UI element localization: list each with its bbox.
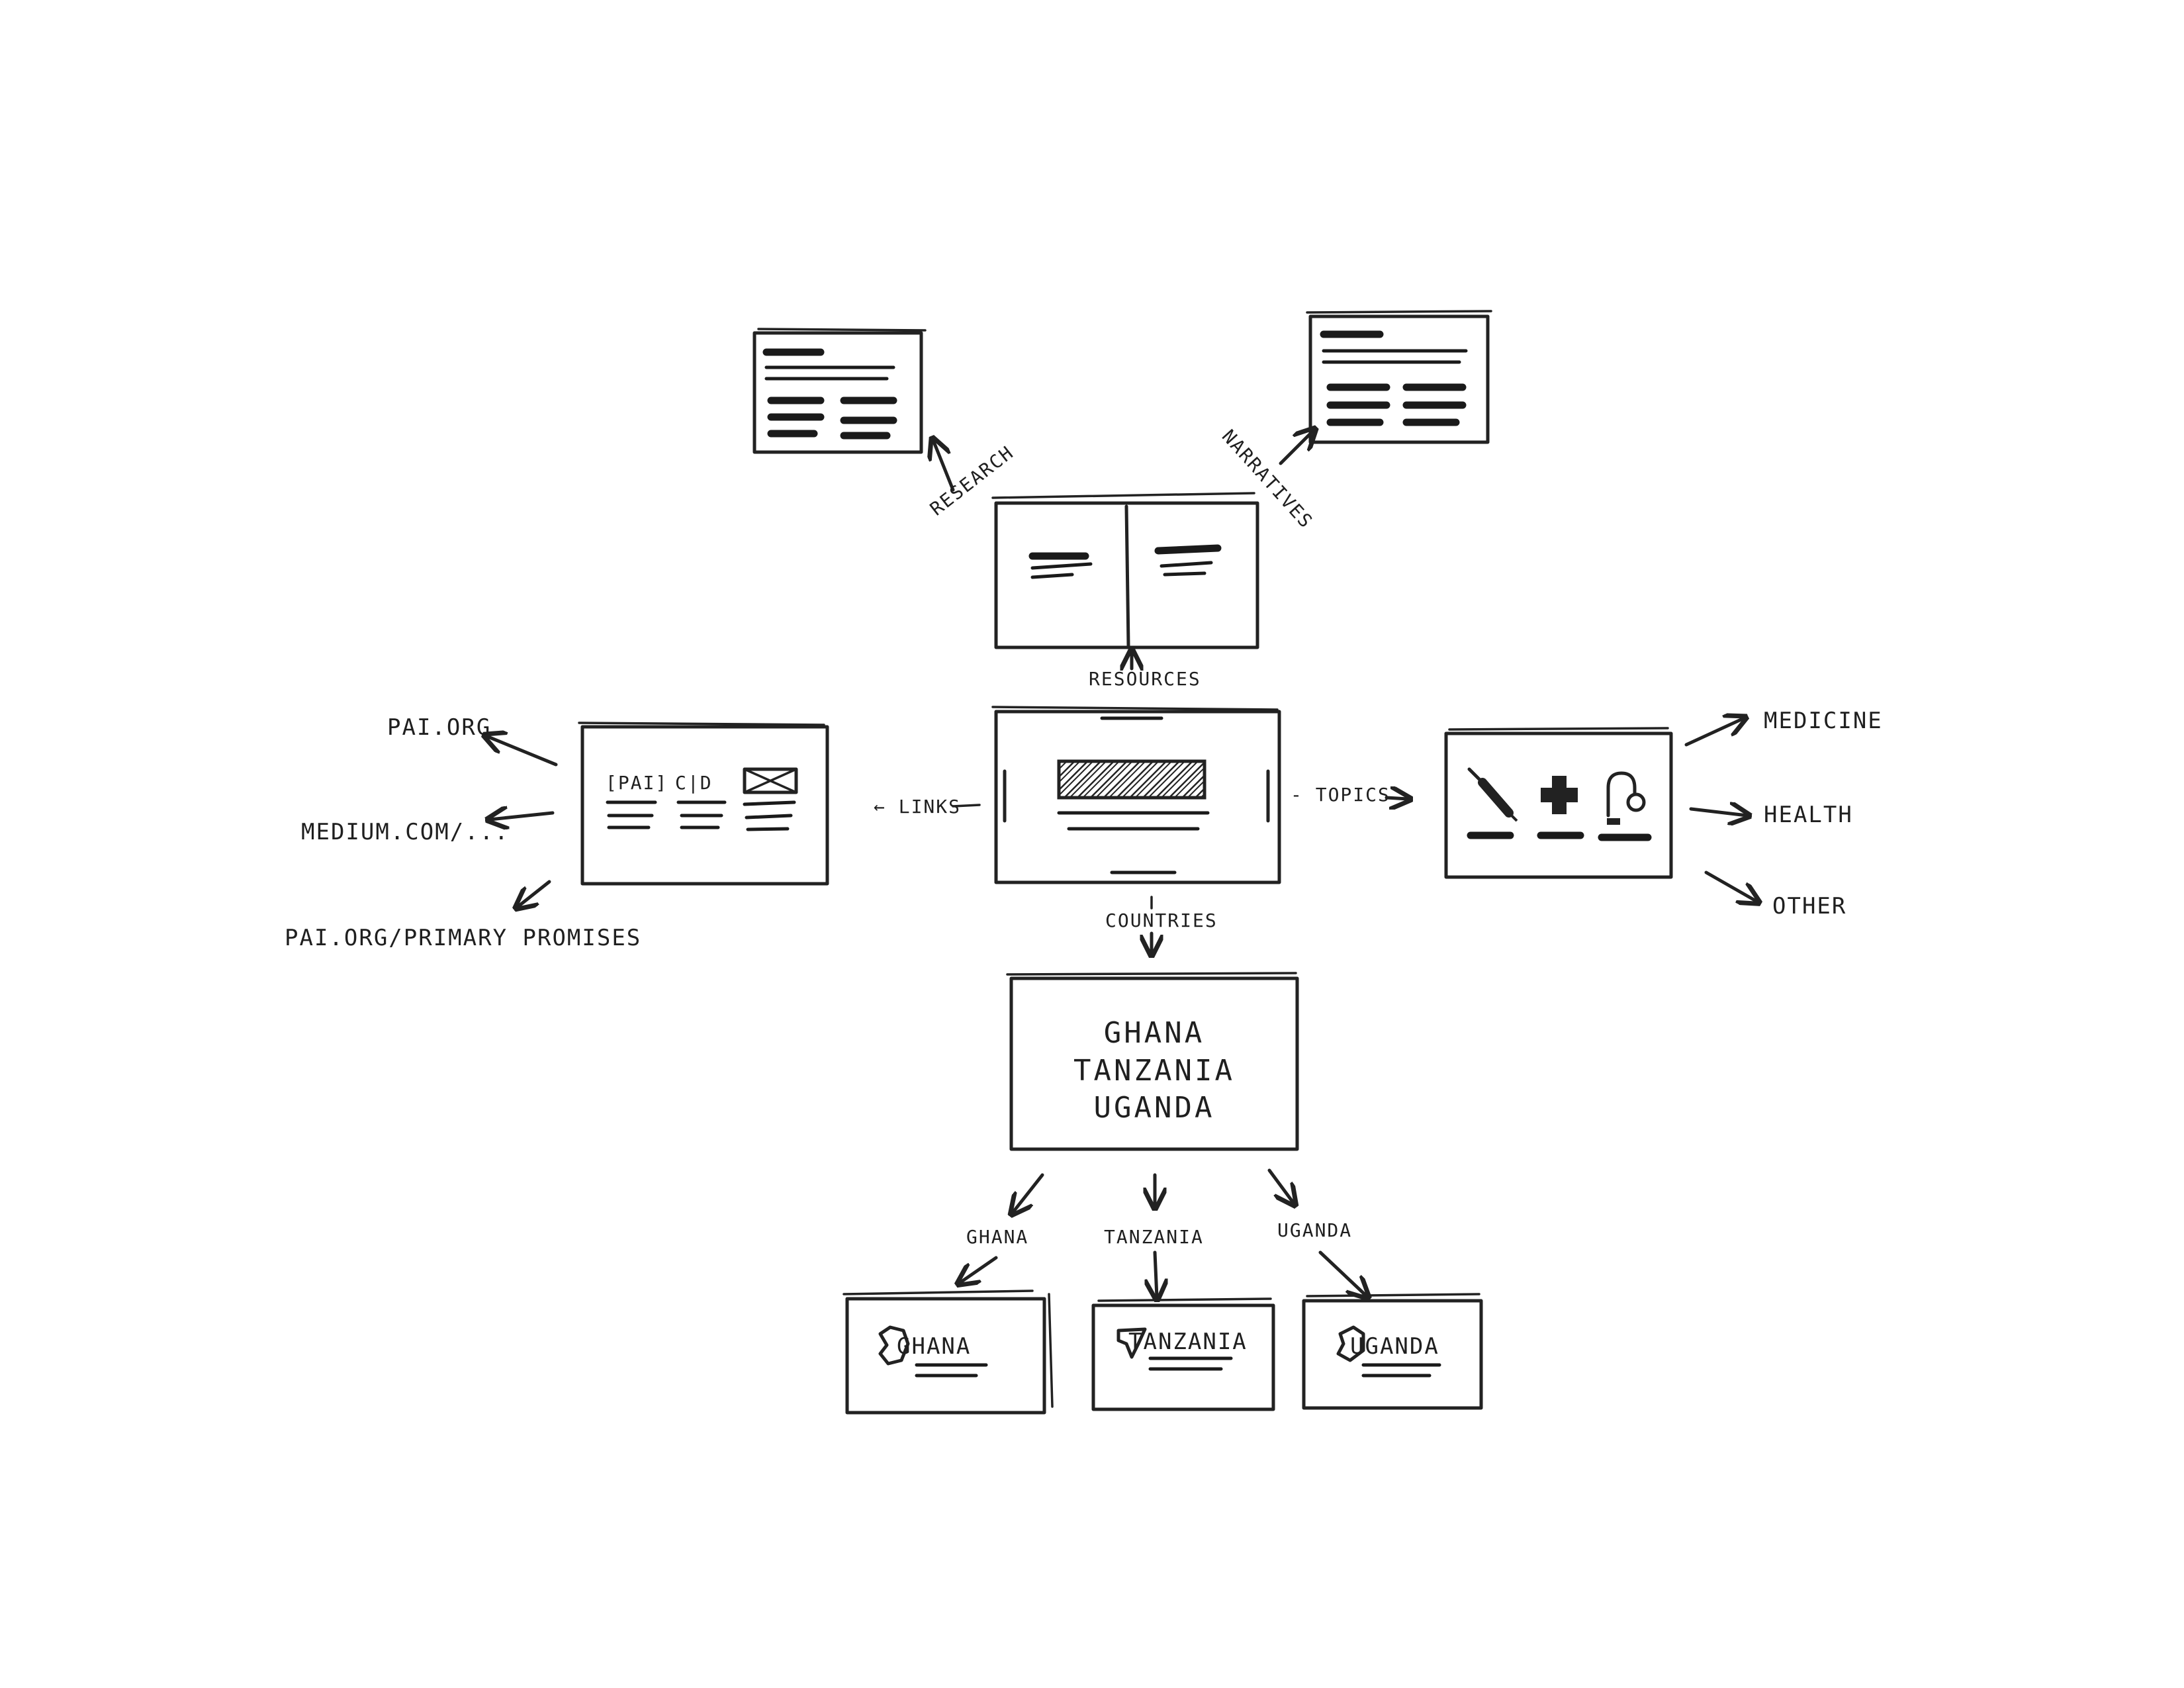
country-branch-uganda: UGANDA [1277,1219,1352,1241]
country-branch-arrow-1 [1013,1173,1044,1213]
links-label: ← LINKS [874,796,961,818]
topic-target-arrow-3 [1704,870,1757,902]
topics-label: - TOPICS [1291,784,1390,806]
link-target-primary-promises[interactable]: PAI.ORG/PRIMARY PROMISES [285,925,641,951]
country-card-uganda-title: UGANDA [1350,1333,1439,1360]
research-arrow [933,440,955,492]
countries-page-wireframe[interactable]: GHANA TANZANIA UGANDA [1006,972,1299,1151]
country-card-arrow-1 [960,1256,998,1283]
topic-target-other[interactable]: OTHER [1772,893,1846,919]
country-branch-tanzania: TANZANIA [1104,1226,1204,1248]
topic-target-arrow-1 [1684,718,1744,747]
resources-page-wireframe[interactable] [991,492,1259,649]
narratives-arrow [1279,430,1314,465]
uganda-map-icon [1336,1325,1365,1362]
image-placeholder-icon [743,767,798,794]
links-page-wireframe[interactable]: [PAI] C|D [578,722,829,886]
link-target-arrow-3 [518,880,551,907]
countries-label: COUNTRIES [1105,910,1218,931]
topic-target-arrow-2 [1689,809,1747,816]
research-page-wireframe[interactable] [752,328,927,454]
country-card-uganda[interactable]: UGANDA [1302,1293,1483,1410]
home-page-wireframe[interactable] [991,706,1281,884]
link-target-arrow-1 [486,736,558,767]
country-branch-ghana: GHANA [966,1226,1028,1248]
topics-arrow [1385,798,1408,799]
topic-target-health[interactable]: HEALTH [1764,802,1853,828]
links-connector [952,804,981,808]
country-card-tanzania-title: TANZANIA [1128,1329,1248,1355]
resources-label: RESOURCES [1089,668,1201,690]
link-target-arrow-2 [490,813,555,820]
country-card-ghana[interactable]: GHANA [842,1289,1054,1415]
stethoscope-icon [1606,771,1646,825]
tanzania-map-icon [1116,1327,1147,1359]
hero-image-placeholder [1057,759,1206,800]
link-target-pai[interactable]: PAI.ORG [387,714,491,741]
country-card-tanzania[interactable]: TANZANIA [1091,1297,1275,1411]
country-card-ghana-title: GHANA [897,1333,971,1360]
narratives-page-wireframe[interactable] [1306,310,1492,444]
topics-page-wireframe[interactable] [1444,727,1673,879]
links-item-cd: C|D [675,772,713,794]
syringe-icon [1467,767,1518,822]
country-card-arrow-3 [1318,1250,1367,1296]
link-target-medium[interactable]: MEDIUM.COM/... [301,819,510,845]
ghana-map-icon [878,1325,910,1366]
countries-box-ghana: GHANA [1104,1016,1205,1050]
countries-box-tanzania: TANZANIA [1073,1054,1235,1088]
topic-target-medicine[interactable]: MEDICINE [1764,708,1883,734]
country-card-arrow-2 [1155,1250,1157,1297]
links-item-pai: [PAI] [606,772,668,794]
country-branch-arrow-3 [1267,1168,1294,1203]
medical-cross-icon [1541,776,1578,814]
countries-box-uganda: UGANDA [1094,1091,1215,1125]
